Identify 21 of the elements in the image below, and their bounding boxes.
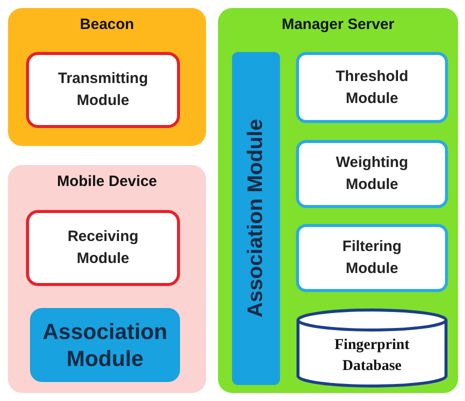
module-box <box>296 52 448 123</box>
module-box <box>296 224 448 292</box>
module-label: Association Module <box>244 119 268 318</box>
module-label: Association Module <box>42 318 168 372</box>
server-panel <box>218 8 458 393</box>
panel-title: Manager Server <box>282 16 394 33</box>
module-label: Filtering Module <box>341 237 403 279</box>
device-panel <box>8 165 206 393</box>
module-box <box>30 308 180 382</box>
module-label: Receiving Module <box>66 227 140 269</box>
module-label: Transmitting Module <box>56 69 149 111</box>
module-box <box>26 210 180 286</box>
database-label: Fingerprint Database <box>334 336 410 376</box>
module-label: Threshold Module <box>334 66 410 108</box>
panel-title: Mobile Device <box>56 173 158 190</box>
module-label: Weighting Module <box>334 153 410 195</box>
module-bar <box>232 52 280 385</box>
panel-title: Beacon <box>80 16 134 33</box>
module-box <box>26 52 180 128</box>
beacon-panel <box>8 8 206 146</box>
module-box <box>296 140 448 208</box>
